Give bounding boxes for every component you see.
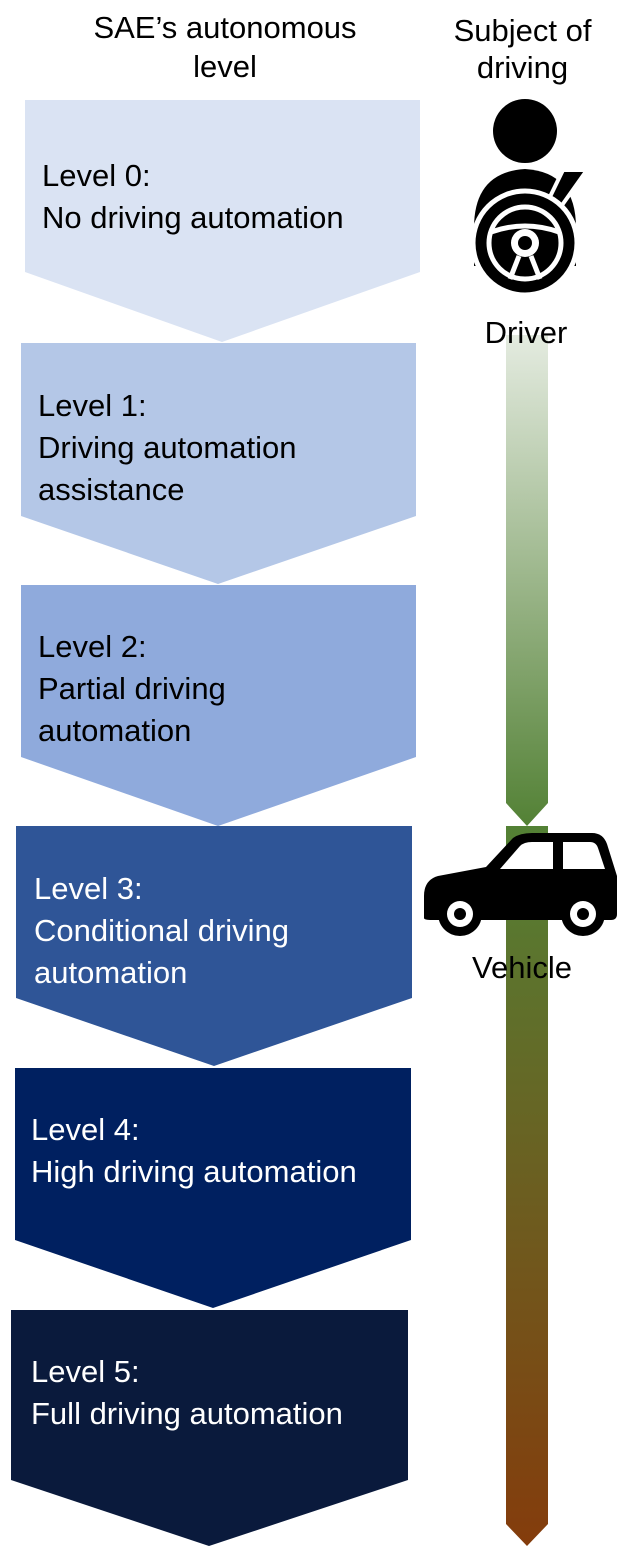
level-0-line-1: Level 0: bbox=[42, 158, 151, 193]
svg-text:Level 5: Full driving au: Level 5: Full driving automation bbox=[31, 1354, 343, 1431]
svg-text:Level 4: High driving au: Level 4: High driving automation bbox=[31, 1112, 357, 1189]
level-3-line-1: Level 3: bbox=[34, 871, 143, 906]
level-4-line-1: Level 4: bbox=[31, 1112, 140, 1147]
level-5-shape bbox=[11, 1310, 408, 1546]
svg-text:Level 0: No driving auto: Level 0: No driving automation bbox=[42, 158, 344, 235]
subject-header-line-1: Subject of bbox=[453, 13, 592, 48]
driver-to-vehicle-bar bbox=[506, 335, 548, 826]
level-3-shape bbox=[16, 826, 412, 1066]
level-5-chevron: Level 5: Full driving automation bbox=[11, 1310, 408, 1546]
level-0-shape bbox=[25, 100, 420, 342]
level-0-line-2: No driving automation bbox=[42, 200, 344, 235]
driver-label: Driver bbox=[485, 315, 568, 350]
level-2-line-1: Level 2: bbox=[38, 629, 147, 664]
svg-text:Level 1: Driving automat: Level 1: Driving automation assistance bbox=[38, 388, 305, 507]
level-5-line-2: Full driving automation bbox=[31, 1396, 343, 1431]
svg-text:Level 3: Conditional dri: Level 3: Conditional driving automation bbox=[34, 871, 298, 990]
level-2-chevron: Level 2: Partial driving automation bbox=[21, 585, 416, 826]
level-3-line-2: Conditional driving bbox=[34, 913, 289, 948]
vehicle-label: Vehicle bbox=[472, 950, 572, 985]
level-4-shape bbox=[15, 1068, 411, 1308]
level-3-chevron: Level 3: Conditional driving automation bbox=[16, 826, 412, 1066]
level-1-line-1: Level 1: bbox=[38, 388, 147, 423]
level-1-chevron: Level 1: Driving automation assistance bbox=[21, 343, 416, 584]
levels-header-line-1: SAE’s autonomous bbox=[93, 10, 357, 45]
driver-icon bbox=[470, 99, 589, 298]
level-1-line-2: Driving automation bbox=[38, 430, 296, 465]
level-0-chevron: Level 0: No driving automation bbox=[25, 100, 420, 342]
level-2-shape bbox=[21, 585, 416, 826]
subject-header-line-2: driving bbox=[476, 50, 569, 85]
vehicle-to-end-bar bbox=[506, 826, 548, 1546]
level-4-chevron: Level 4: High driving automation bbox=[15, 1068, 411, 1308]
svg-text:Level 2: Partial driving: Level 2: Partial driving automation bbox=[38, 629, 234, 748]
level-5-line-1: Level 5: bbox=[31, 1354, 140, 1389]
levels-header: SAE’s autonomous level bbox=[40, 8, 410, 86]
level-1-line-3: assistance bbox=[38, 472, 184, 507]
subject-header: Subject of driving bbox=[430, 12, 615, 86]
level-2-line-2: Partial driving bbox=[38, 671, 226, 706]
level-3-line-3: automation bbox=[34, 955, 187, 990]
level-1-shape bbox=[21, 343, 416, 584]
level-2-line-3: automation bbox=[38, 713, 191, 748]
car-icon bbox=[424, 833, 617, 936]
levels-header-line-2: level bbox=[193, 49, 257, 84]
level-4-line-2: High driving automation bbox=[31, 1154, 357, 1189]
